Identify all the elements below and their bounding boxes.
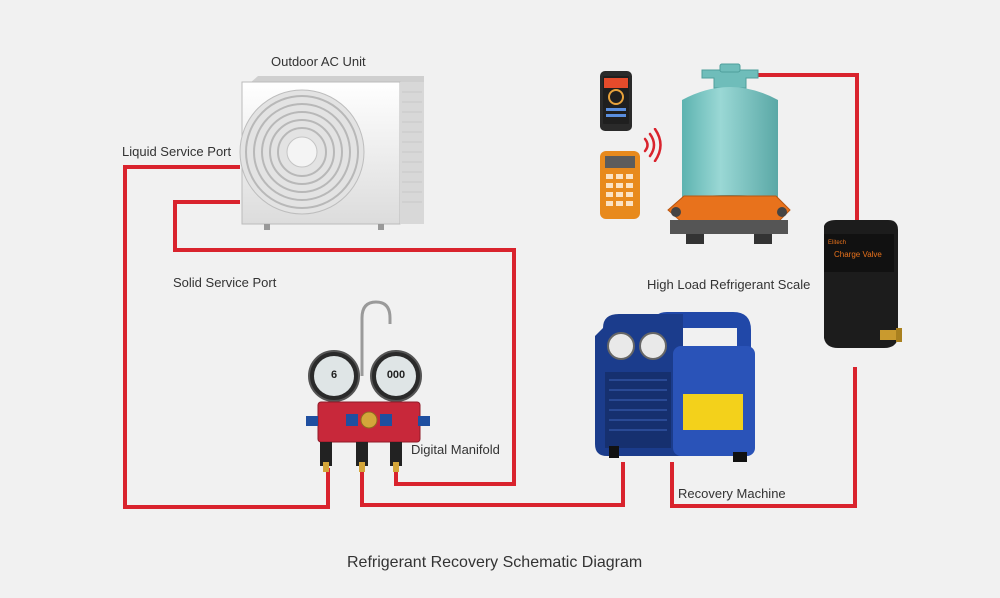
- liquid-line: [123, 165, 330, 509]
- left-gauge-value: 6: [330, 369, 338, 381]
- recovery-line: [360, 462, 625, 507]
- remote-controller-icon: [600, 151, 640, 219]
- scale-label: High Load Refrigerant Scale: [647, 277, 811, 292]
- smartphone-icon: [600, 71, 632, 131]
- solid-port-label: Solid Service Port: [173, 275, 277, 290]
- diagram-caption: Refrigerant Recovery Schematic Diagram: [347, 554, 643, 571]
- outdoor-unit-label: Outdoor AC Unit: [271, 54, 366, 69]
- manifold-gauge-icon: 6 000: [300, 296, 435, 474]
- manifold-label: Digital Manifold: [411, 442, 500, 457]
- recovery-label: Recovery Machine: [678, 486, 786, 501]
- tank-line: [753, 73, 859, 227]
- recovery-machine-icon: [595, 312, 755, 462]
- scale-line: [670, 367, 857, 508]
- wireless-signal-icon: [643, 128, 662, 162]
- charge-valve-brand: Elitech: [828, 240, 847, 246]
- charge-valve-text: Charge Valve: [834, 250, 882, 259]
- charge-valve-icon: Elitech Charge Valve: [818, 220, 902, 356]
- right-gauge-value: 000: [386, 369, 406, 381]
- liquid-port-label: Liquid Service Port: [122, 144, 232, 159]
- outdoor-ac-unit-icon: [239, 76, 424, 230]
- solid-line: [173, 200, 516, 486]
- refrigerant-scale-icon: [667, 195, 791, 244]
